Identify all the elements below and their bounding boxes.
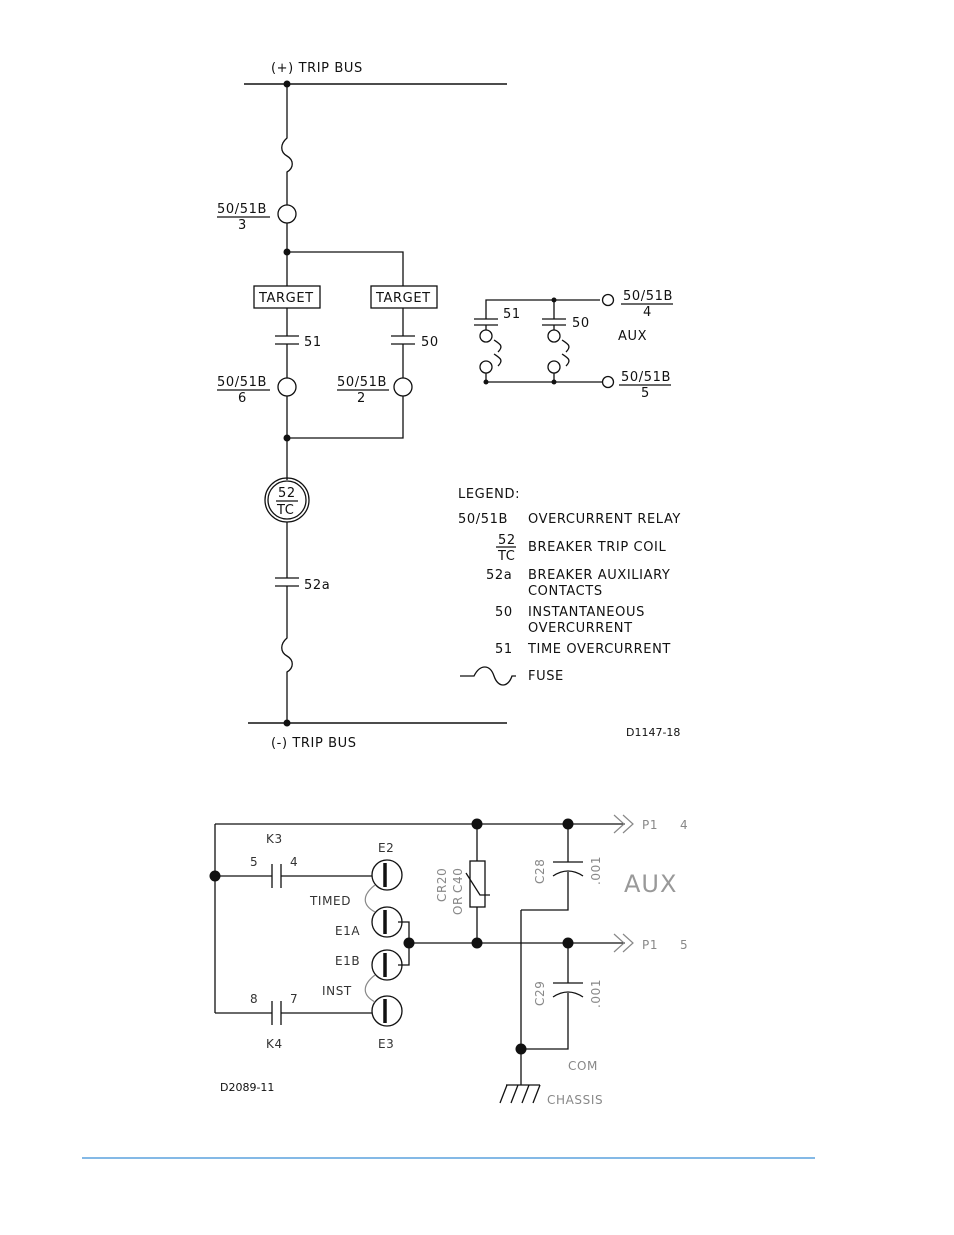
drawing-id-bottom: D2089-11 (220, 1081, 274, 1094)
cr20-label: CR20 (435, 868, 449, 902)
p1-4-label: P1 (642, 818, 658, 832)
legend-desc: INSTANTANEOUS (528, 605, 645, 620)
p1-5-pin: 5 (680, 938, 688, 952)
c40-label: C40 (451, 868, 465, 893)
terminal-6-den: 6 (238, 391, 247, 406)
c28-label: C28 (533, 859, 547, 884)
drawing-id-top: D1147-18 (626, 726, 680, 739)
legend-desc: CONTACTS (528, 584, 603, 599)
terminal-4 (601, 293, 615, 307)
legend-symbol: 51 (495, 642, 513, 657)
fuse-bottom (281, 586, 293, 723)
legend-symbol: TC (497, 549, 515, 564)
terminal-e2 (371, 859, 403, 891)
chassis-label: CHASSIS (547, 1093, 603, 1107)
target-right-label: TARGET (375, 291, 431, 306)
terminal-6-num: 50/51B (217, 375, 267, 390)
k4-pin-right: 7 (290, 992, 298, 1006)
terminal-e1a (371, 906, 403, 938)
connector-arrow-p1-4 (613, 814, 634, 834)
legend-symbol: 52 (498, 533, 516, 548)
contact-50-label: 50 (421, 335, 439, 350)
aux-contact-50-label: 50 (572, 316, 590, 331)
inst-label: INST (322, 984, 352, 998)
e3-label: E3 (378, 1037, 394, 1051)
timed-label: TIMED (309, 894, 351, 908)
terminal-4-num: 50/51B (623, 289, 673, 304)
terminal-3-num: 50/51B (217, 202, 267, 217)
c28-value: .001 (589, 856, 603, 885)
k4-label: K4 (266, 1037, 283, 1051)
c29-label: C29 (533, 981, 547, 1006)
terminal-e3 (371, 995, 403, 1027)
legend-desc: OVERCURRENT (528, 621, 633, 636)
e2-label: E2 (378, 841, 394, 855)
k3-label: K3 (266, 832, 283, 846)
fuse-legend-icon (460, 666, 516, 686)
terminal-6 (277, 377, 297, 397)
aux-label: AUX (618, 329, 647, 344)
positive-bus-label: (+) TRIP BUS (271, 61, 363, 76)
legend-desc: BREAKER TRIP COIL (528, 540, 666, 555)
aux-contacts: 50/51B 4 51 50 AUX (474, 289, 673, 401)
e1b-label: E1B (335, 954, 360, 968)
legend-desc: OVERCURRENT RELAY (528, 512, 681, 527)
trip-circuit-diagram: (+) TRIP BUS (-) TRIP BUS 50/51B 3 TARGE… (217, 61, 681, 751)
fuse-top (281, 84, 293, 205)
legend: LEGEND: 50/51B OVERCURRENT RELAY 52 TC B… (458, 487, 681, 686)
terminal-5 (601, 375, 615, 389)
aux-output-circuit-diagram: K3 5 4 8 7 K4 E2 TIMED E1A E1B INST E3 (209, 814, 688, 1107)
p1-5-label: P1 (642, 938, 658, 952)
terminal-3 (277, 204, 297, 224)
com-label: COM (568, 1059, 598, 1073)
target-right-box (370, 285, 438, 309)
p1-4-pin: 4 (680, 818, 688, 832)
legend-symbol: 52a (486, 568, 512, 583)
terminal-5-den: 5 (641, 386, 650, 401)
connector-arrow-p1-5 (613, 933, 634, 953)
k3-pin-right: 4 (290, 855, 298, 869)
c29-value: .001 (589, 979, 603, 1008)
k4-pin-left: 8 (250, 992, 258, 1006)
e1a-label: E1A (335, 924, 360, 938)
terminal-3-den: 3 (238, 218, 247, 233)
terminal-2 (393, 377, 413, 397)
negative-bus-label: (-) TRIP BUS (271, 736, 357, 751)
terminal-e1b (371, 949, 403, 981)
coil-den: TC (276, 503, 294, 518)
contact-52a-label: 52a (304, 578, 330, 593)
coil-num: 52 (278, 486, 296, 501)
contact-51-label: 51 (304, 335, 322, 350)
terminal-2-den: 2 (357, 391, 366, 406)
terminal-5-num: 50/51B (621, 370, 671, 385)
or-label: OR (451, 896, 465, 915)
legend-desc: BREAKER AUXILIARY (528, 568, 670, 583)
jumper-terminals: E2 TIMED E1A E1B INST E3 (309, 841, 415, 1051)
terminal-2-num: 50/51B (337, 375, 387, 390)
target-left-label: TARGET (258, 291, 314, 306)
aux-big-label: AUX (624, 870, 677, 898)
legend-desc: FUSE (528, 669, 564, 684)
legend-desc: TIME OVERCURRENT (527, 642, 671, 657)
aux-contact-51-label: 51 (503, 307, 521, 322)
terminal-4-den: 4 (643, 305, 652, 320)
legend-title: LEGEND: (458, 487, 520, 502)
legend-symbol: 50/51B (458, 512, 508, 527)
k3-pin-left: 5 (250, 855, 258, 869)
legend-symbol: 50 (495, 605, 513, 620)
